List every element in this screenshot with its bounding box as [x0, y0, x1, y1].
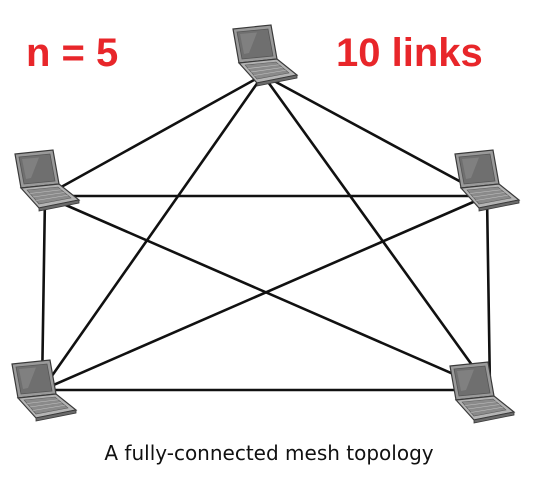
laptop-icon — [232, 24, 299, 87]
laptop-icon — [11, 359, 78, 422]
link-count-label: 10 links — [336, 31, 483, 75]
laptop-right — [454, 149, 521, 212]
laptop-icon — [449, 361, 516, 424]
link-top-right — [261, 73, 489, 198]
laptop-left — [14, 149, 81, 212]
link-left-bottom-left — [40, 194, 47, 392]
laptop-icon — [14, 149, 81, 212]
node-count-label: n = 5 — [26, 31, 119, 75]
link-top-bottom-right — [261, 73, 492, 392]
link-right-bottom-left — [40, 194, 489, 392]
link-top-bottom-left — [40, 73, 265, 392]
link-top-left — [43, 73, 265, 198]
links-layer — [40, 73, 492, 392]
laptop-bottom-right — [449, 361, 516, 424]
laptop-top — [232, 24, 299, 87]
laptop-bottom-left — [11, 359, 78, 422]
nodes-layer — [11, 24, 521, 424]
laptop-icon — [454, 149, 521, 212]
link-right-bottom-right — [485, 194, 492, 392]
diagram-caption: A fully-connected mesh topology — [104, 441, 434, 465]
